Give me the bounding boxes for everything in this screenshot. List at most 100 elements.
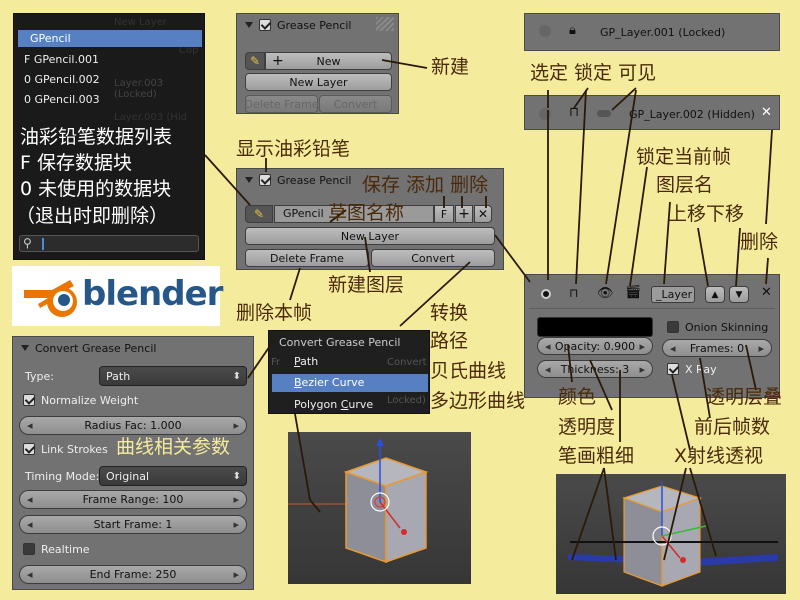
datablock-name-field[interactable]: GPencil — [274, 205, 434, 223]
opacity-slider[interactable]: Opacity: 0.900 — [537, 337, 653, 355]
chevron-down-icon: ▼ — [735, 289, 743, 300]
move-up-button[interactable]: ▲ — [705, 286, 725, 303]
viewport-cube-path[interactable] — [288, 432, 471, 584]
show-grease-pencil-checkbox[interactable] — [259, 174, 271, 186]
layer-name-field[interactable]: _Layer — [651, 286, 695, 303]
cube-scene — [288, 438, 429, 564]
color-swatch[interactable] — [537, 317, 653, 337]
menu-item-mnemonic: B — [294, 376, 302, 389]
annotation-layer-name: 图层名 — [656, 174, 714, 196]
move-down-button[interactable]: ▼ — [729, 286, 749, 303]
list-item-gpencil-001[interactable]: F GPencil.001 — [24, 53, 99, 66]
panel-header[interactable]: Convert Grease Pencil — [13, 337, 253, 359]
add-datablock-button[interactable]: + — [455, 205, 473, 223]
timing-mode-select[interactable]: Original — [99, 466, 247, 486]
annotation-delete-frame: 删除本帧 — [236, 302, 313, 324]
realtime-checkbox[interactable] — [23, 543, 35, 555]
pencil-browse-button[interactable]: ✎ — [245, 205, 273, 223]
annotation-onion: 透明层叠 — [706, 386, 783, 408]
link-strokes-checkbox[interactable] — [23, 443, 35, 455]
frames-slider[interactable]: Frames: 0 — [662, 339, 772, 357]
close-icon[interactable]: ✕ — [761, 105, 772, 120]
annotation-sketch-name: 草图名称 — [328, 202, 405, 224]
viewport-cube-xray[interactable] — [556, 474, 786, 594]
list-behind-text: New Layer — [114, 17, 167, 28]
end-frame-slider[interactable]: End Frame: 250 — [19, 565, 247, 584]
collapse-triangle-icon[interactable] — [245, 22, 253, 28]
menu-behind-text: Fr — [271, 357, 281, 368]
menu-behind-text: Convert — [387, 357, 427, 368]
search-icon: ⚲ — [23, 236, 32, 250]
annotation-show-gp: 显示油彩铅笔 — [236, 138, 351, 160]
eye-icon[interactable]: 👁︎ — [597, 286, 614, 301]
new-label: New — [316, 54, 341, 68]
xray-checkbox[interactable] — [667, 363, 679, 375]
list-item-gpencil[interactable]: GPencil — [18, 30, 202, 47]
annotation-lock-frame: 锁定当前帧 — [636, 146, 732, 168]
panel-grip-icon[interactable] — [376, 17, 394, 31]
panel-header[interactable]: Grease Pencil — [237, 14, 398, 36]
list-item-gpencil-003[interactable]: 0 GPencil.003 — [24, 93, 100, 106]
menu-item-mnemonic: C — [340, 398, 349, 411]
panel-title: Convert Grease Pencil — [35, 341, 157, 355]
layer-name-label: GP_Layer.002 (Hidden) — [629, 108, 755, 121]
menu-item-rest: ezier Curve — [301, 376, 365, 389]
cube-xray-scene — [568, 482, 778, 587]
lock-closed-icon[interactable]: 🔒︎ — [569, 23, 576, 38]
annotation-polygon: 多边形曲线 — [430, 390, 526, 412]
normalize-weight-label: Normalize Weight — [41, 394, 139, 407]
collapse-triangle-icon[interactable] — [21, 345, 29, 351]
new-layer-button[interactable]: New Layer — [245, 73, 392, 91]
layer-name-label: GP_Layer.001 (Locked) — [600, 26, 726, 39]
annotation-thickness: 笔画粗细 — [558, 445, 635, 467]
new-layer-button[interactable]: New Layer — [245, 227, 495, 245]
annotation-new-layer: 新建图层 — [328, 274, 405, 296]
menu-item-polygon-curve[interactable]: Polygon Curve — [272, 396, 428, 414]
list-behind-text: Layer.003 (Hid — [114, 112, 187, 123]
onion-skinning-label: Onion Skinning — [685, 321, 769, 334]
text-cursor — [42, 238, 44, 250]
select-dot-icon[interactable] — [539, 25, 551, 37]
fake-user-button[interactable]: F — [434, 205, 454, 223]
normalize-weight-checkbox[interactable] — [23, 394, 35, 406]
onion-skinning-checkbox[interactable] — [667, 321, 679, 333]
new-datablock-button[interactable]: + New — [265, 52, 392, 70]
collapse-triangle-icon[interactable] — [245, 177, 253, 183]
delete-frame-button[interactable]: Delete Frame — [245, 249, 369, 267]
frame-range-slider[interactable]: Frame Range: 100 — [19, 490, 247, 509]
delete-frame-button[interactable]: Delete Frame — [245, 95, 318, 113]
lock-open-icon[interactable]: ⊓ — [569, 105, 580, 120]
menu-item-mnemonic: P — [294, 355, 301, 368]
annotation-list-line2: F 保存数据块 — [20, 152, 132, 174]
start-frame-slider[interactable]: Start Frame: 1 — [19, 515, 247, 534]
menu-behind-text: Locked) — [387, 395, 426, 406]
show-grease-pencil-checkbox[interactable] — [259, 19, 271, 31]
layer-header-row: ⊓ 👁︎ 🎬︎ _Layer ▲ ▼ ✕ — [529, 281, 775, 309]
pencil-browse-button[interactable]: ✎ — [245, 52, 265, 70]
timing-mode-label: Timing Mode: — [25, 470, 100, 483]
pencil-icon: ✎ — [249, 54, 261, 68]
unlink-datablock-button[interactable]: ✕ — [474, 205, 492, 223]
plus-icon: + — [272, 53, 284, 69]
list-item-gpencil-002[interactable]: 0 GPencil.002 — [24, 73, 100, 86]
annotation-save-add-delete: 保存 添加 删除 — [362, 174, 489, 196]
list-search-field[interactable]: ⚲ — [19, 235, 199, 252]
convert-button[interactable]: Convert — [319, 95, 392, 113]
close-icon[interactable]: ✕ — [761, 285, 772, 300]
layer-row-hidden: ⊓ GP_Layer.002 (Hidden) ✕ — [524, 95, 780, 130]
lock-open-icon[interactable]: ⊓ — [569, 286, 579, 300]
annotation-bezier: 贝氏曲线 — [430, 360, 507, 382]
type-select[interactable]: Path — [99, 366, 247, 386]
select-dot-icon[interactable] — [539, 108, 551, 120]
menu-title: Convert Grease Pencil — [279, 336, 401, 349]
convert-button[interactable]: Convert — [371, 249, 495, 267]
radius-fac-slider[interactable]: Radius Fac: 1.000 — [19, 416, 247, 435]
menu-item-bezier-curve[interactable]: Bezier Curve — [272, 374, 428, 392]
eye-closed-icon[interactable] — [597, 110, 611, 117]
thickness-slider[interactable]: Thickness: 3 — [537, 360, 653, 378]
type-label: Type: — [25, 370, 54, 383]
menu-item-path[interactable]: Path — [272, 353, 428, 371]
plus-icon: + — [458, 206, 470, 222]
clapboard-icon[interactable]: 🎬︎ — [625, 285, 642, 300]
select-dot-icon[interactable] — [541, 289, 551, 299]
